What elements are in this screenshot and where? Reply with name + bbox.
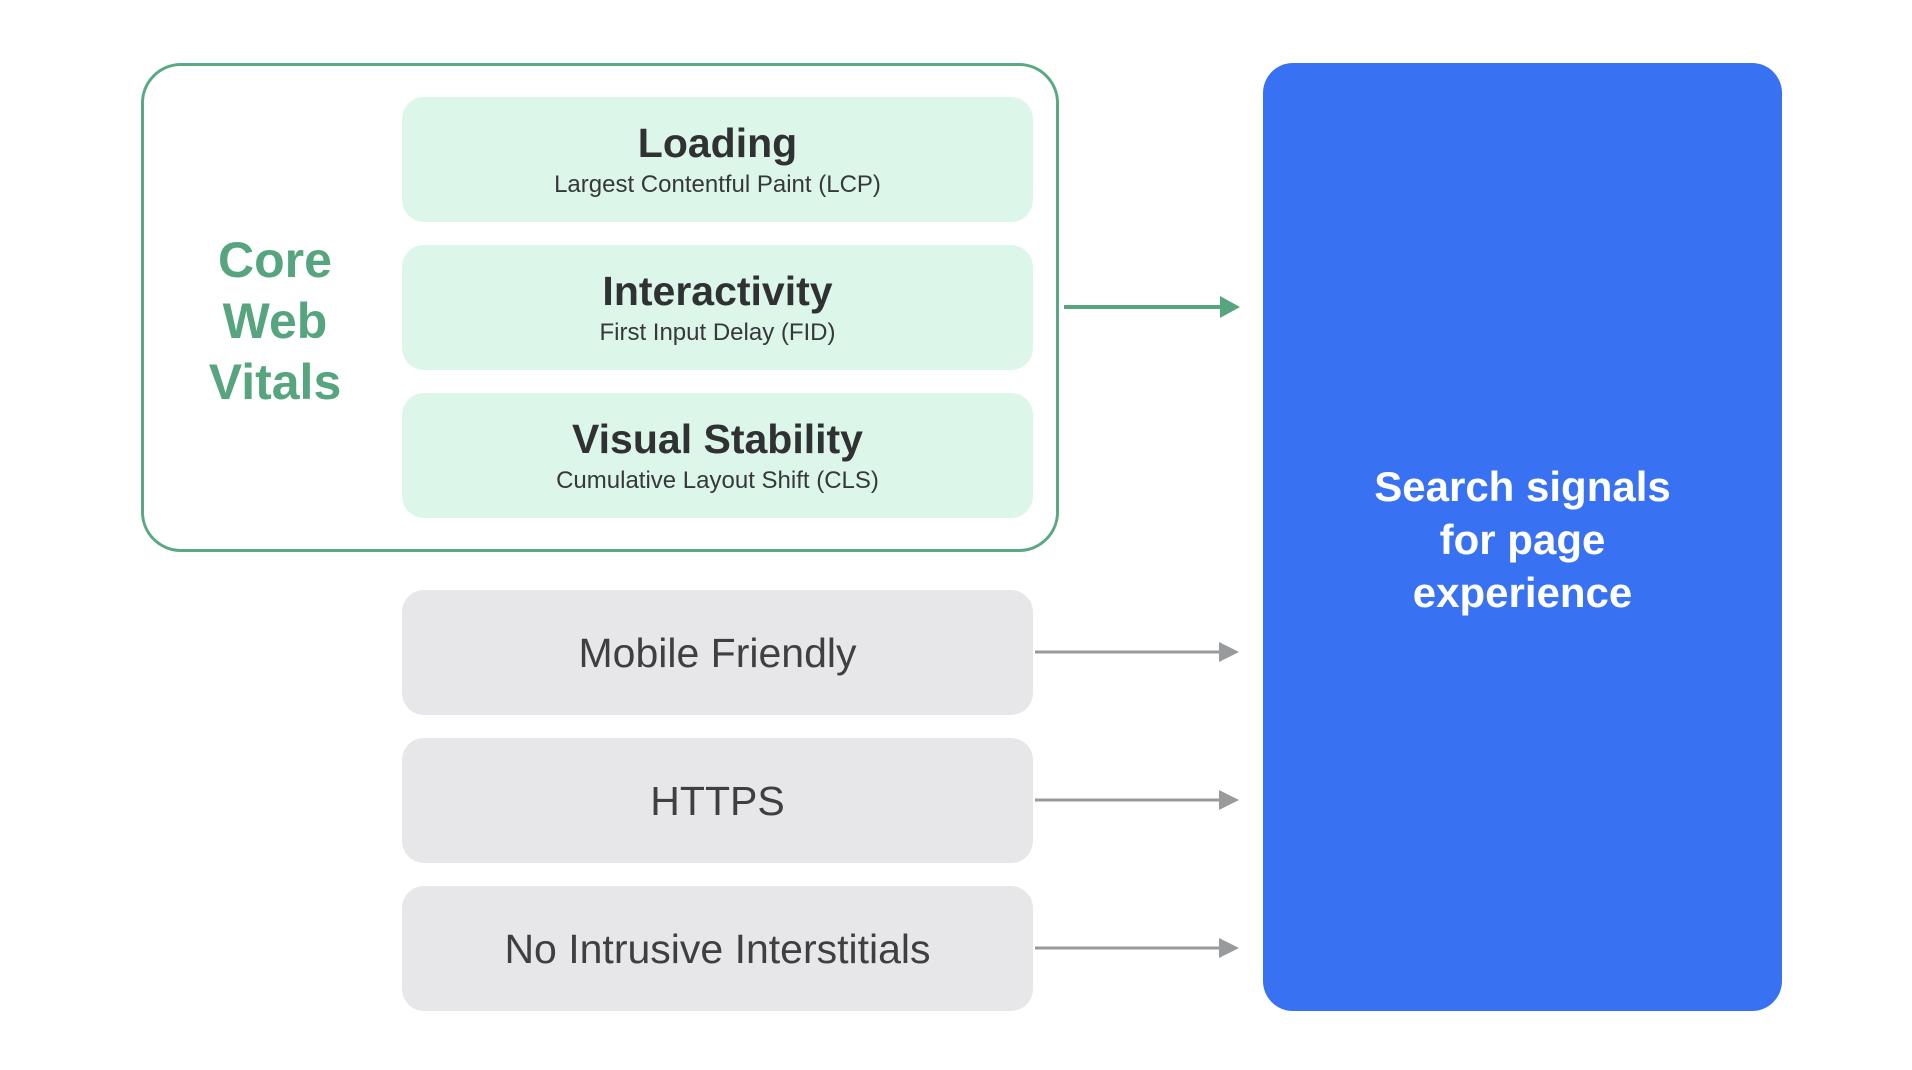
core-web-vitals-title: Core Web Vitals: [208, 232, 342, 410]
metric-title: Loading: [637, 119, 798, 166]
https-arrow: [1035, 790, 1239, 810]
metric-subtitle: Cumulative Layout Shift (CLS): [556, 466, 879, 494]
core-web-vitals-group: [141, 63, 1059, 552]
signal-card-mobile-friendly: Mobile Friendly: [402, 590, 1033, 715]
mobile-friendly-arrow: [1035, 642, 1239, 662]
search-signals-box: [1263, 63, 1782, 1011]
signal-label: No Intrusive Interstitials: [504, 925, 931, 972]
metric-subtitle: First Input Delay (FID): [599, 318, 836, 346]
core-web-vitals-arrow: [1064, 296, 1240, 318]
metric-card-loading: Loading Largest Contentful Paint (LCP): [402, 97, 1033, 222]
signal-card-no-intrusive-interstitials: No Intrusive Interstitials: [402, 886, 1033, 1011]
signal-label: HTTPS: [650, 777, 785, 824]
metric-title: Visual Stability: [572, 415, 863, 462]
metric-subtitle: Largest Contentful Paint (LCP): [554, 170, 881, 198]
signal-card-https: HTTPS: [402, 738, 1033, 863]
search-signals-label: Search signals for page experience: [1374, 463, 1671, 616]
interstitials-arrow: [1035, 938, 1239, 958]
signal-label: Mobile Friendly: [578, 629, 857, 676]
metric-card-interactivity: Interactivity First Input Delay (FID): [402, 245, 1033, 370]
metric-title: Interactivity: [602, 267, 833, 314]
metric-card-visual-stability: Visual Stability Cumulative Layout Shift…: [402, 393, 1033, 518]
